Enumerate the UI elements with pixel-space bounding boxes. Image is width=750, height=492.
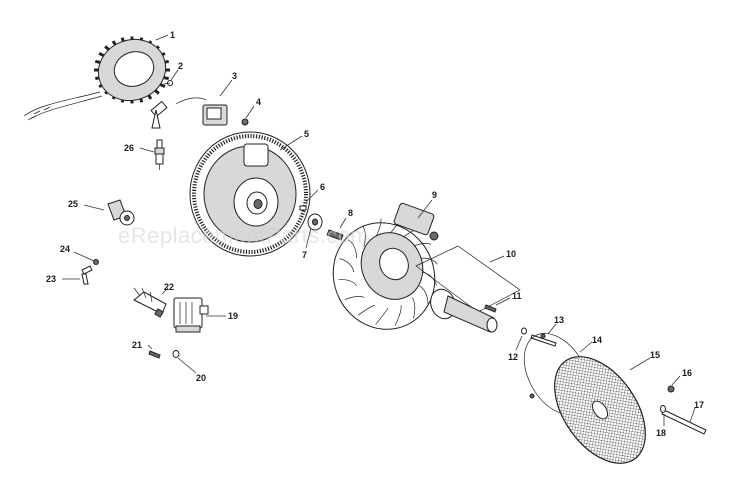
shaft-adapter-part: [415, 245, 521, 333]
callout-17: 17: [694, 400, 704, 410]
screw-part-17: [661, 409, 707, 435]
bracket-part-22: [133, 287, 167, 318]
callout-24: 24: [60, 244, 70, 254]
terminal-part-23: [81, 265, 93, 285]
ignition-module-part: [150, 97, 228, 129]
callout-labels: 1 2 3 4 5 6 7 8 9 10 11 12 13 14 15 16 1…: [46, 30, 704, 438]
washer-part: [307, 213, 323, 231]
flywheel-part: [189, 131, 311, 257]
fan-blade: [347, 239, 357, 259]
washer-part-18: [660, 405, 666, 413]
screw-part-4: [241, 118, 249, 126]
screw-part-11: [484, 304, 497, 313]
callout-12: 12: [508, 352, 518, 362]
callout-19: 19: [228, 311, 238, 321]
pin-part-13: [530, 334, 557, 347]
fan-blade: [375, 307, 389, 325]
fan-blade: [339, 258, 355, 273]
screw-part-2: [163, 80, 173, 86]
callout-26: 26: [124, 143, 134, 153]
blower-fan-part: [332, 202, 439, 330]
callout-10: 10: [506, 249, 516, 259]
stator-part: [23, 36, 170, 121]
callout-15: 15: [650, 350, 660, 360]
regulator-part: [173, 297, 209, 333]
callout-13: 13: [554, 315, 564, 325]
fan-blade: [362, 225, 366, 247]
spark-plug-part: [154, 139, 165, 170]
callout-18: 18: [656, 428, 666, 438]
rotating-screen-part: [554, 356, 646, 464]
woodruff-key-part: [299, 205, 307, 211]
nut-part-24: [93, 259, 99, 265]
washer-part-12: [521, 327, 527, 335]
fan-blade: [344, 296, 365, 300]
fan-blade: [411, 297, 416, 319]
callout-8: 8: [348, 208, 353, 218]
screw-part-21: [148, 350, 161, 359]
callout-14: 14: [592, 335, 602, 345]
callout-2: 2: [178, 61, 183, 71]
leader-lines: [62, 34, 696, 426]
callout-21: 21: [132, 340, 142, 350]
fan-blade: [338, 279, 357, 286]
callout-1: 1: [170, 30, 175, 40]
callout-22: 22: [164, 282, 174, 292]
fan-blade: [421, 271, 437, 286]
callout-5: 5: [304, 129, 309, 139]
callout-25: 25: [68, 199, 78, 209]
screw-part-16: [667, 385, 675, 393]
fan-blade: [394, 305, 402, 326]
clamp-part: [107, 199, 135, 226]
callout-11: 11: [512, 291, 522, 301]
callout-16: 16: [682, 368, 692, 378]
callout-6: 6: [320, 182, 325, 192]
watermark-text: eReplacementParts.com: [118, 223, 369, 248]
washer-part-20: [172, 350, 180, 358]
callout-4: 4: [256, 97, 261, 107]
callout-9: 9: [432, 190, 437, 200]
callout-3: 3: [232, 71, 237, 81]
callout-7: 7: [302, 250, 307, 260]
flywheel-nut-part: [326, 229, 344, 241]
fan-blade: [357, 304, 376, 316]
fan-blade: [419, 285, 429, 305]
callout-20: 20: [196, 373, 206, 383]
callout-23: 23: [46, 274, 56, 284]
